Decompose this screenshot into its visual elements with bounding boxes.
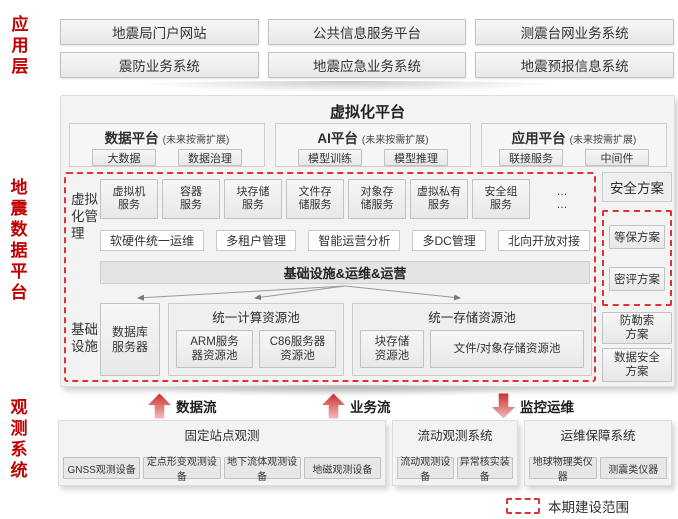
data-platform-note: (未来按需扩展) [162, 135, 230, 146]
data-flow-indicator: 数据流 [148, 392, 217, 419]
virtualization-platform-title: 虚拟化平台 [329, 104, 405, 121]
block-storage-service-block: 块存储 服务 [224, 179, 282, 219]
compute-pool-title: 统一计算资源池 [212, 311, 300, 325]
app-platform-title: 应用平台 [511, 131, 566, 146]
side-label-earthquake-data-platform: 地 震 数 据 平 台 [10, 178, 28, 302]
underground-fluid-device-block: 地下流体观测设备 [223, 457, 301, 483]
security-solutions-column: 安全方案 等保方案 密评方案 防勒索 方案 数据安全 方案 [602, 172, 672, 382]
gnss-device-block: GNSS观测设备 [63, 457, 141, 479]
side-label-application-layer: 应 用 层 [11, 15, 29, 76]
fixed-station-title: 固定站点观测 [184, 429, 260, 443]
current-phase-scope-box: 虚拟 化管 理 虚拟机 服务 容器 服务 块存储 服务 文件存 储服务 对象存 … [64, 172, 596, 382]
infrastructure-label: 基础 设施 [71, 322, 98, 354]
legend-label: 本期建设范围 [548, 500, 629, 515]
scope-dashed-swatch [506, 498, 540, 514]
app-platform-note: (未来按需扩展) [569, 135, 637, 146]
section-divider-swoosh [70, 81, 625, 94]
block-storage-pool-block: 块存储 资源池 [360, 330, 424, 368]
mobile-device-block: 流动观测设备 [397, 457, 454, 483]
anomaly-verification-device-block: 异常核实装备 [456, 457, 513, 483]
data-flow-label: 数据流 [176, 399, 217, 415]
security-solutions-title: 安全方案 [602, 172, 672, 202]
seismometry-instrument-block: 测震类仪器 [599, 457, 667, 479]
data-governance-block: 数据治理 [178, 149, 242, 166]
more-services-ellipsis: … … [556, 186, 568, 211]
monitoring-ops-label: 监控运维 [520, 399, 574, 415]
multi-dc-mgmt-block: 多DC管理 [412, 230, 486, 251]
model-training-block: 模型训练 [298, 149, 362, 166]
compute-pool-group: 统一计算资源池 ARM服务 器资源池 C86服务器 资源池 [168, 303, 344, 376]
application-systems-grid: 地震局门户网站 公共信息服务平台 测震台网业务系统 震防业务系统 地震应急业务系… [60, 19, 674, 78]
app-platform-panel: 应用平台 (未来按需扩展) 联接服务 中间件 [481, 123, 667, 167]
up-arrow-icon [148, 393, 171, 418]
infrastructure-ops-bar: 基础设施&运维&运营 [100, 261, 590, 284]
monitoring-ops-indicator: 监控运维 [492, 392, 574, 419]
geophysical-instrument-block: 地球物理类仪器 [529, 457, 597, 483]
data-security-plan-block: 数据安全 方案 [602, 348, 672, 382]
down-arrow-icon [492, 393, 515, 418]
storage-pool-group: 统一存储资源池 块存储 资源池 文件/对象存储资源池 [352, 303, 592, 376]
smart-ops-analysis-block: 智能运营分析 [308, 230, 401, 251]
vm-service-block: 虚拟机 服务 [100, 179, 158, 219]
big-data-block: 大数据 [92, 149, 156, 166]
middleware-block: 中间件 [585, 149, 649, 166]
up-arrow-icon [322, 393, 345, 418]
legend: 本期建设范围 [506, 496, 629, 516]
crypto-eval-plan-block: 密评方案 [609, 267, 665, 291]
multi-tenant-block: 多租户管理 [216, 230, 297, 251]
app-system-emergency: 地震应急业务系统 [267, 52, 467, 78]
deformation-device-block: 定点形变观测设备 [143, 457, 221, 483]
anti-ransomware-plan-block: 防勒索 方案 [602, 312, 672, 344]
cloud-services-row: 虚拟机 服务 容器 服务 块存储 服务 文件存 储服务 对象存 储服务 虚拟私有… [100, 179, 590, 219]
side-label-observation-system: 观 测 系 统 [10, 398, 28, 480]
northbound-open-block: 北向开放对接 [497, 230, 590, 251]
database-server-block: 数据库 服务器 [100, 303, 160, 376]
app-system-forecast: 地震预报信息系统 [475, 52, 674, 78]
c86-server-pool-block: C86服务器 资源池 [259, 330, 336, 368]
ai-platform-panel: AI平台 (未来按需扩展) 模型训练 模型推理 [275, 123, 471, 167]
ops-support-box: 运维保障系统 地球物理类仪器 测震类仪器 [524, 420, 672, 486]
app-system-portal: 地震局门户网站 [60, 19, 259, 45]
mobile-observation-box: 流动观测系统 流动观测设备 异常核实装备 [392, 420, 518, 486]
app-system-public-info: 公共信息服务平台 [267, 19, 467, 45]
ai-platform-title: AI平台 [317, 131, 358, 146]
file-object-storage-pool-block: 文件/对象存储资源池 [430, 330, 584, 368]
geomagnetic-device-block: 地磁观测设备 [303, 457, 381, 479]
model-inference-block: 模型推理 [384, 149, 448, 166]
connect-service-block: 联接服务 [499, 149, 563, 166]
fan-out-arrows [137, 285, 461, 301]
arm-server-pool-block: ARM服务 器资源池 [176, 330, 253, 368]
mobile-observation-title: 流动观测系统 [417, 429, 493, 443]
business-flow-indicator: 业务流 [322, 392, 391, 419]
vpc-service-block: 虚拟私有 服务 [410, 179, 468, 219]
business-flow-label: 业务流 [350, 399, 391, 415]
security-group-service-block: 安全组 服务 [472, 179, 530, 219]
container-service-block: 容器 服务 [162, 179, 220, 219]
virtualization-mgmt-label: 虚拟 化管 理 [71, 192, 98, 241]
file-storage-service-block: 文件存 储服务 [286, 179, 344, 219]
object-storage-service-block: 对象存 储服务 [348, 179, 406, 219]
app-system-prevention: 震防业务系统 [60, 52, 259, 78]
unified-ops-block: 软硬件统一运维 [100, 230, 205, 251]
grade-protection-plan-block: 等保方案 [609, 225, 665, 249]
data-platform-title: 数据平台 [104, 131, 159, 146]
ai-platform-note: (未来按需扩展) [361, 135, 429, 146]
app-system-seismic-network: 测震台网业务系统 [475, 19, 674, 45]
data-platform-panel: 数据平台 (未来按需扩展) 大数据 数据治理 [69, 123, 265, 167]
fixed-station-observation-box: 固定站点观测 GNSS观测设备 定点形变观测设备 地下流体观测设备 地磁观测设备 [58, 420, 386, 486]
security-scope-dashed-box: 等保方案 密评方案 [602, 210, 672, 306]
storage-pool-title: 统一存储资源池 [428, 311, 516, 325]
management-functions-row: 软硬件统一运维 多租户管理 智能运营分析 多DC管理 北向开放对接 [100, 230, 590, 251]
ops-support-title: 运维保障系统 [560, 429, 636, 443]
section-divider-swoosh [70, 385, 625, 398]
